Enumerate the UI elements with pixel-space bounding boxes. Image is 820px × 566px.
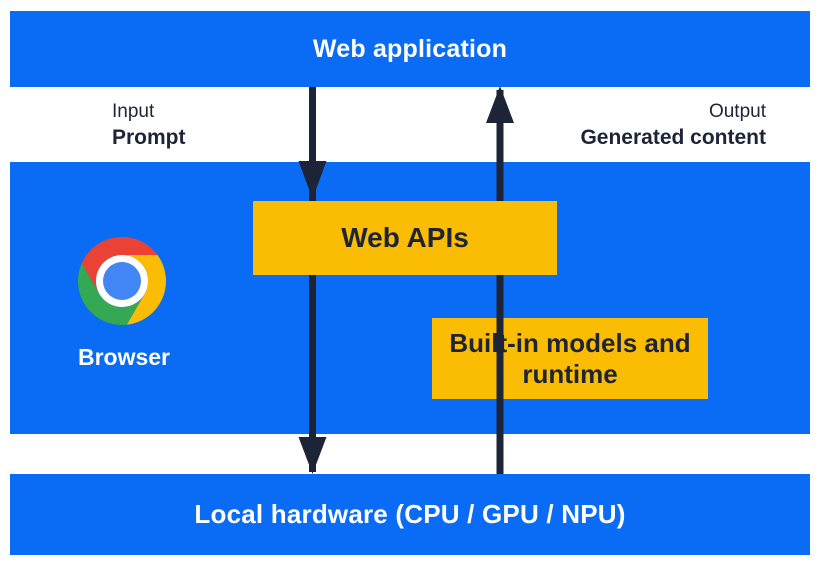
web-apis-box: Web APIs [253,201,557,275]
chrome-logo-green-segment [77,263,145,325]
local-hardware-label: Local hardware (CPU / GPU / NPU) [194,499,626,529]
web-apis-label: Web APIs [341,222,469,253]
output-flow-label-group: Output Generated content [580,100,766,149]
web-application-band: Web application [10,11,810,87]
input-flow-label-group: Input Prompt [112,100,186,149]
local-hardware-band: Local hardware (CPU / GPU / NPU) [10,474,810,555]
input-value-prompt: Prompt [112,126,186,149]
browser-label: Browser [77,344,171,370]
web-application-label: Web application [312,34,508,63]
output-arrowhead-top [486,86,514,123]
output-value-generated-content: Generated content [580,126,766,149]
output-label: Output [708,101,766,122]
input-arrowhead-bottom [298,437,327,474]
chrome-logo-red-segment [81,236,158,294]
chrome-logo-icon [77,236,167,325]
chrome-logo-blue-center [103,262,141,300]
builtin-models-box: Built-in models and runtime [432,318,708,399]
input-label: Input [112,101,155,122]
chrome-logo-yellow-segment [122,255,167,325]
builtin-models-label: Built-in models and runtime [449,327,691,389]
